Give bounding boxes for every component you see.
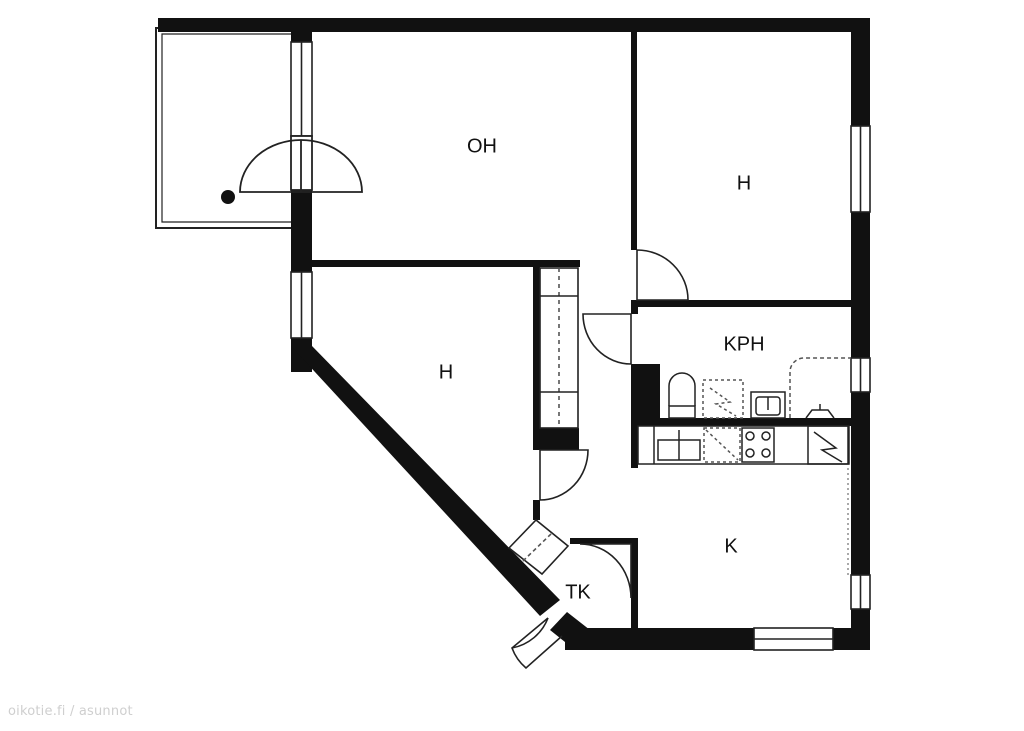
room-label-closet: TK: [565, 581, 591, 603]
room-label-kitchen: K: [724, 535, 738, 557]
room-label-bedroom-west: H: [439, 361, 453, 383]
room-labels: OH H H KPH K TK: [439, 135, 765, 603]
wardrobe: [539, 267, 579, 429]
closet-pass: [507, 518, 570, 576]
interior-doors: [511, 249, 689, 670]
balcony-drain-dot: [221, 190, 235, 204]
watermark: oikotie.fi / asunnot: [8, 704, 133, 719]
room-label-bathroom: KPH: [723, 333, 764, 355]
room-label-living: OH: [467, 135, 497, 157]
kitchen-counter: [637, 425, 850, 465]
windows: [290, 41, 871, 651]
interior-walls: [312, 32, 851, 628]
bathroom-fixtures: [668, 357, 851, 419]
room-label-bedroom-north: H: [737, 172, 751, 194]
balcony-door: [239, 135, 363, 193]
